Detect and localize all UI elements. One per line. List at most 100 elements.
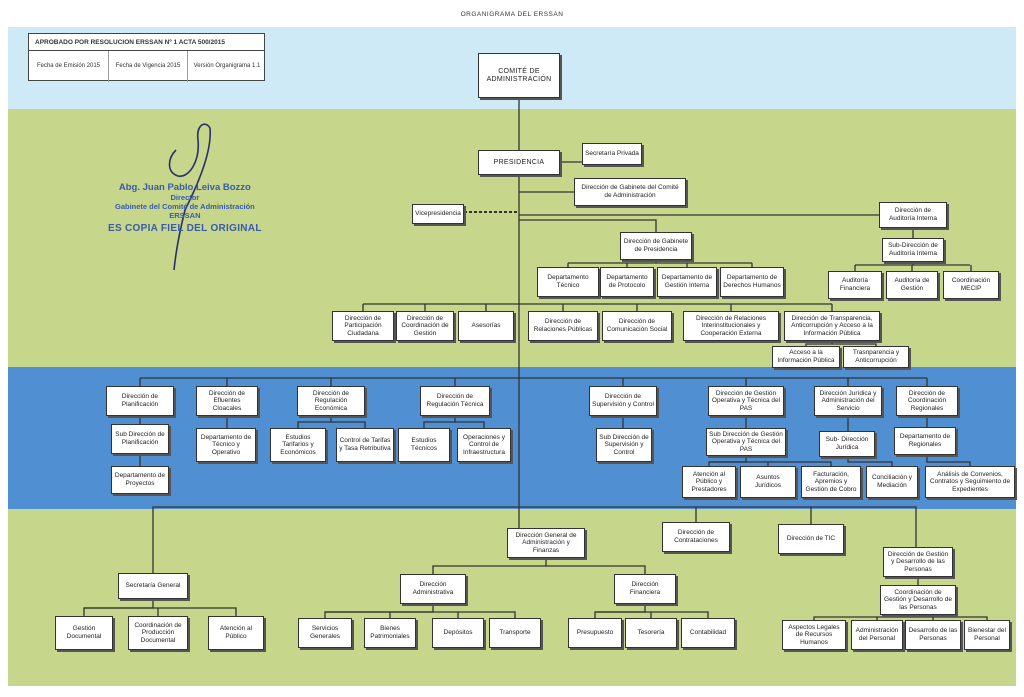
- org-unit-servicios-generales: Servicios Generales: [298, 618, 352, 648]
- connector-admin-bar-left: [324, 604, 434, 618]
- org-unit-coord-desarrollo: Coordinación de Gestión y Desarrollo de …: [880, 585, 956, 615]
- org-unit-dir-gabinete-comite: Dirección de Gabinete del Comité de Admi…: [574, 178, 686, 206]
- org-unit-control-tarifas: Control de Tarifas y Tasa Retributiva: [336, 428, 394, 462]
- connector-eco-control: [331, 421, 366, 428]
- connector-gabinete-presidencia: [519, 219, 657, 232]
- connector-fin-bar-left: [594, 604, 646, 618]
- org-unit-conciliacion: Conciliación y Mediación: [866, 466, 918, 498]
- org-unit-transparencia-anti: Trasnparencia y Anticorrupción: [843, 346, 909, 368]
- org-unit-desarrollo-personas: Desarrollo de las Personas: [905, 620, 961, 650]
- org-unit-comite: COMITÉ DE ADMINISTRACIÓN: [478, 53, 560, 98]
- org-unit-dir-participacion: Dirección de Participación Ciudadana: [332, 311, 394, 341]
- org-unit-dir-contrataciones: Dirección de Contrataciones: [662, 522, 730, 552]
- connector-eco-estudios: [297, 416, 332, 428]
- org-unit-dir-regulacion-tec: Dirección de Regulación Técnica: [420, 386, 490, 416]
- certification-stamp: Abg. Juan Pablo Leiva Bozzo Director Gab…: [108, 182, 262, 234]
- org-unit-auditoria-financiera: Auditoría Financiera: [828, 271, 882, 299]
- org-unit-gestion-documental: Gestión Documental: [55, 616, 113, 650]
- org-unit-depto-tecnico-operativo: Departamento de Técnico y Operativo: [196, 428, 256, 462]
- org-unit-coord-produccion: Coordinación de Producción Documental: [128, 616, 188, 650]
- org-unit-dir-juridica: Dirección Jurídica y Administración del …: [814, 386, 882, 416]
- org-unit-acceso-info: Acceso a la Información Pública: [772, 346, 840, 368]
- stamp-org: ERSSAN: [169, 211, 201, 220]
- connector-to-bienestar: [933, 616, 988, 620]
- org-unit-subdir-gestion-pas: Sub Dirección de Gestión Operativa y Téc…: [706, 428, 786, 456]
- org-unit-bienestar-personal: Bienestar del Personal: [964, 620, 1010, 650]
- stamp-unit: Gabinete del Comité de Administración: [115, 202, 255, 211]
- connector-sub-conciliacion: [847, 457, 893, 466]
- connector-depto-convenios: [926, 455, 971, 466]
- connector-pas-atencion: [708, 456, 747, 466]
- org-unit-subdir-supervision: Sub Dirección de Supervisión y Control: [596, 428, 652, 462]
- org-unit-facturacion: Facturación, Apremios y Gestión de Cobro: [801, 466, 861, 498]
- org-unit-dir-regionales: Dirección de Coordinación Regionales: [896, 386, 958, 416]
- org-unit-dir-gabinete-pres: Dirección de Gabinete de Presidencia: [620, 232, 692, 260]
- connector-pas-children-bar: [709, 461, 832, 466]
- org-unit-depositos: Depósitos: [432, 618, 484, 648]
- org-unit-dir-tic: Dirección de TIC: [778, 524, 844, 554]
- org-unit-atencion-prestadores: Atención al Público y Prestadores: [682, 466, 736, 498]
- org-unit-dir-coord-gestion: Dirección de Coordinación de Gestión: [396, 311, 454, 341]
- connector-dg-financiera: [546, 565, 646, 574]
- org-unit-dir-auditoria: Dirección de Auditoría Interna: [879, 202, 947, 228]
- org-unit-estudios-tecnicos: Estudios Técnicos: [398, 428, 450, 462]
- org-unit-asesorias: Asesorías: [458, 311, 514, 341]
- org-unit-secretaria-privada: Secretaría Privada: [582, 143, 642, 165]
- org-unit-dir-planificacion: Dirección de Planificación: [106, 386, 174, 416]
- stamp-copy: ES COPIA FIEL DEL ORIGINAL: [108, 223, 262, 234]
- approval-box: APROBADO POR RESOLUCION ERSSAN Nº 1 ACTA…: [28, 33, 266, 82]
- connector-to-secretaria-general: [152, 506, 519, 573]
- org-unit-dir-efluentes: Dirección de Efluentes Cloacales: [196, 386, 258, 416]
- org-unit-estudios-tarifarios: Estudios Tarifarios y Económicos: [270, 428, 326, 462]
- approval-field: Fecha de Emisión 2015: [36, 63, 101, 69]
- org-unit-depto-tecnico: Departamento Técnico: [537, 267, 599, 297]
- org-unit-dir-gestion-pas: Dirección de Gestión Operativa y Técnica…: [708, 386, 784, 416]
- org-unit-contabilidad: Contabilidad: [681, 618, 735, 648]
- connector-coord-bar: [813, 615, 919, 620]
- org-unit-vicepresidencia: Vicepresidencia: [412, 204, 464, 224]
- org-unit-atencion-publico: Atención al Público: [208, 616, 264, 650]
- org-unit-subdir-juridica: Sub- Dirección Jurídica: [819, 431, 875, 457]
- org-unit-dir-administrativa: Dirección Administrativa: [400, 574, 466, 604]
- org-unit-aspectos-legales: Aspectos Legales de Recursos Humanos: [782, 620, 846, 650]
- connector-tec-operaciones: [455, 421, 485, 428]
- approval-title: APROBADO POR RESOLUCION ERSSAN Nº 1 ACTA…: [29, 34, 264, 51]
- org-unit-subdir-auditoria: Sub-Dirección de Auditoría Interna: [882, 238, 944, 262]
- connector-dg-administrativa: [432, 558, 547, 574]
- org-unit-asuntos-juridicos: Asuntos Jurídicos: [740, 466, 796, 498]
- org-unit-depto-ddhh: Departamento de Derechos Humanos: [720, 267, 784, 297]
- org-unit-admin-personal: Administración del Personal: [851, 620, 903, 650]
- org-unit-dir-desarrollo: Dirección de Gestión y Desarrollo de las…: [883, 547, 953, 577]
- org-unit-presupuesto: Presupuesto: [568, 618, 622, 648]
- connector-secgen-bar: [84, 607, 237, 616]
- org-unit-dir-transparencia: Dirección de Transparencia, Anticorrupci…: [784, 311, 880, 341]
- org-unit-dg-admin: Dirección General de Administración y Fi…: [507, 528, 585, 558]
- org-unit-depto-proyectos: Departamento de Proyectos: [111, 466, 169, 494]
- org-unit-secretaria-general: Secretaría General: [118, 573, 188, 599]
- org-unit-analisis-convenios: Análisis de Convenios, Contratos y Segui…: [925, 466, 1015, 498]
- org-unit-presidencia: PRESIDENCIA: [478, 150, 560, 175]
- stamp-name: Abg. Juan Pablo Leiva Bozzo: [118, 182, 251, 193]
- org-unit-tesoreria: Tesorería: [625, 618, 677, 648]
- connector-to-transparencia-anti: [832, 343, 877, 346]
- org-unit-dir-financiera: Dirección Financiera: [614, 574, 676, 604]
- org-unit-dir-rrpp: Dirección de Relaciones Públicas: [528, 311, 598, 341]
- connector-fin-bar: [595, 611, 709, 618]
- signature-mark: [168, 123, 211, 271]
- org-unit-dir-regulacion-eco: Dirección de Regulación Económica: [297, 386, 365, 416]
- org-unit-depto-gestion-interna: Departamento de Gestión Interna: [657, 267, 717, 297]
- org-unit-transporte: Transporte: [489, 618, 541, 648]
- org-unit-bienes-patrimoniales: Bienes Patrimoniales: [364, 618, 416, 648]
- approval-field: Fecha de Vigencia 2015: [108, 51, 187, 82]
- connector-tec-estudios: [423, 416, 456, 428]
- connector-lower-bar: [519, 506, 917, 547]
- org-unit-coord-mecip: Coordinación MECIP: [943, 271, 999, 299]
- approval-field: Versión Organigrama 1.1: [187, 51, 266, 82]
- org-unit-dir-relaciones-inter: Dirección de Relaciones Interinstitucion…: [683, 311, 779, 341]
- connector-admin-bar: [325, 611, 516, 618]
- stamp-role: Director: [170, 193, 200, 202]
- org-unit-depto-protocolo: Departamento de Protocolo: [600, 267, 654, 297]
- org-unit-dir-supervision: Dirección de Supervisión y Control: [589, 386, 657, 416]
